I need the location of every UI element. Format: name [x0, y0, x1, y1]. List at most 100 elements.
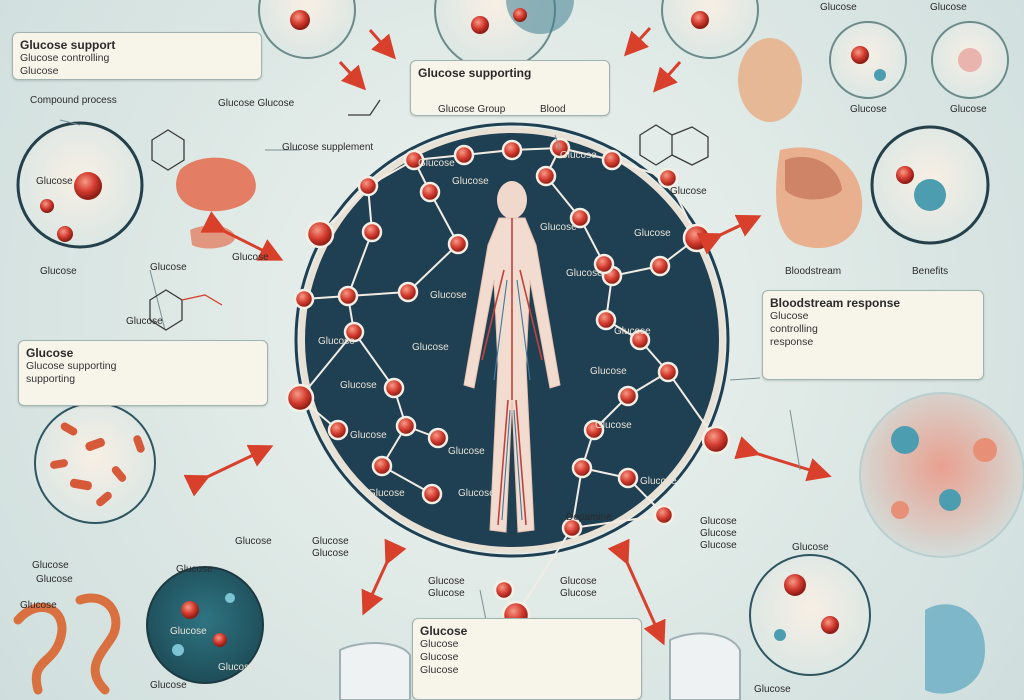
connector [729, 377, 761, 381]
arrow [183, 444, 274, 497]
info-box-left-mid: Glucose Glucose supporting supporting [18, 340, 268, 406]
cell [896, 166, 914, 184]
cell [774, 629, 786, 641]
molecule-node [571, 457, 593, 479]
info-box-line: Glucose [420, 651, 459, 663]
human-figure [463, 181, 561, 533]
info-box-line: Glucose supporting [26, 360, 117, 372]
label-glucose: Glucose [820, 2, 857, 13]
organ-kidney [190, 225, 235, 249]
circle-cells-right [859, 392, 1024, 558]
cells [40, 8, 997, 656]
cell [784, 574, 806, 596]
structure-bond [181, 294, 223, 306]
label-dot: Glucose [850, 104, 887, 115]
cell [57, 226, 73, 242]
molecule-node [595, 309, 617, 331]
info-box-bottom-center: Glucose Glucose Glucose Glucose [412, 618, 642, 700]
cell [874, 69, 886, 81]
figure-head [497, 181, 527, 219]
molecule-node [501, 139, 523, 161]
arrow [607, 538, 666, 646]
label-bottom: Glucose [235, 536, 272, 547]
molecule-node [361, 221, 383, 243]
molecule-node [493, 579, 515, 601]
label-ring: Glucose [448, 446, 485, 457]
molecule-bond [347, 231, 373, 297]
label-ring: Glucose [368, 488, 405, 499]
connectors [59, 119, 801, 641]
connector [149, 269, 166, 331]
cell [939, 489, 961, 511]
label-bottom: Glucose [218, 662, 255, 673]
cell [133, 435, 145, 453]
cell [851, 46, 869, 64]
label-dot: Glucose [950, 104, 987, 115]
organ-bottom-right [925, 604, 985, 694]
beaker-right [669, 632, 741, 700]
label-bottom: Glucose [792, 542, 829, 553]
molecule-node [657, 167, 679, 189]
info-box-title: Glucose [26, 346, 74, 360]
molecule-node [682, 223, 712, 253]
molecule-node [403, 149, 425, 171]
molecule-node [653, 504, 675, 526]
label-bottom: Glucose [170, 626, 207, 637]
molecule-bond [407, 243, 459, 293]
molecule-node [285, 383, 315, 413]
circle-top-4 [506, 0, 574, 34]
label-ring: Glucose [590, 366, 627, 377]
label-ring: Glucose [340, 380, 377, 391]
arrow [368, 29, 396, 60]
label-glucose-glucose: Glucose Glucose [218, 98, 295, 109]
label-dopamine: Dopamine [566, 512, 612, 523]
molecule-node [701, 425, 731, 455]
molecule-bond [353, 331, 395, 389]
arrow [338, 60, 367, 91]
label-bottom: Glucose [36, 574, 73, 585]
cell [85, 437, 105, 451]
cell [891, 426, 919, 454]
label-ring: Glucose [595, 420, 632, 431]
info-box-title: Glucose supporting [418, 66, 532, 80]
structure [151, 129, 185, 171]
label-glucose: Glucose [930, 2, 967, 13]
label-bottom: Glucose [560, 588, 597, 599]
molecule-node [617, 385, 639, 407]
cell [914, 179, 946, 211]
label-bottom: Glucose [700, 528, 737, 539]
label-ring: Glucose [458, 488, 495, 499]
label-glucose: Glucose [150, 680, 187, 691]
info-box-line: controlling [770, 323, 818, 335]
molecule-node [657, 361, 679, 383]
structure [671, 126, 709, 166]
arrow [696, 214, 762, 255]
molecule-node [629, 329, 651, 351]
label-bottom: Glucose [700, 516, 737, 527]
circle-top-3 [661, 0, 759, 59]
label-glucose: Glucose [176, 564, 213, 575]
molecule-node [395, 415, 417, 437]
label-blood: Blood [540, 104, 566, 115]
cell [172, 644, 184, 656]
info-box-line: supporting [26, 373, 76, 385]
head-top [738, 38, 802, 122]
arrow [623, 26, 652, 57]
organ-intestine-2 [75, 593, 121, 695]
arrow [361, 538, 407, 616]
molecule-node [305, 219, 335, 249]
arrow [734, 436, 832, 482]
central-ring-outer [294, 122, 730, 558]
info-box-title: Glucose support [20, 38, 116, 52]
cell [74, 172, 102, 200]
cell [691, 11, 709, 29]
circle-top-1 [258, 0, 356, 59]
molecule-node [593, 253, 615, 275]
molecule-node [357, 175, 379, 197]
cell [181, 601, 199, 619]
label-bottom: Glucose [312, 536, 349, 547]
circle-top-right-1 [829, 21, 907, 99]
beaker-left [339, 642, 411, 700]
label-bloodstream: Bloodstream [785, 266, 842, 277]
label-ring: Glucose [566, 268, 603, 279]
